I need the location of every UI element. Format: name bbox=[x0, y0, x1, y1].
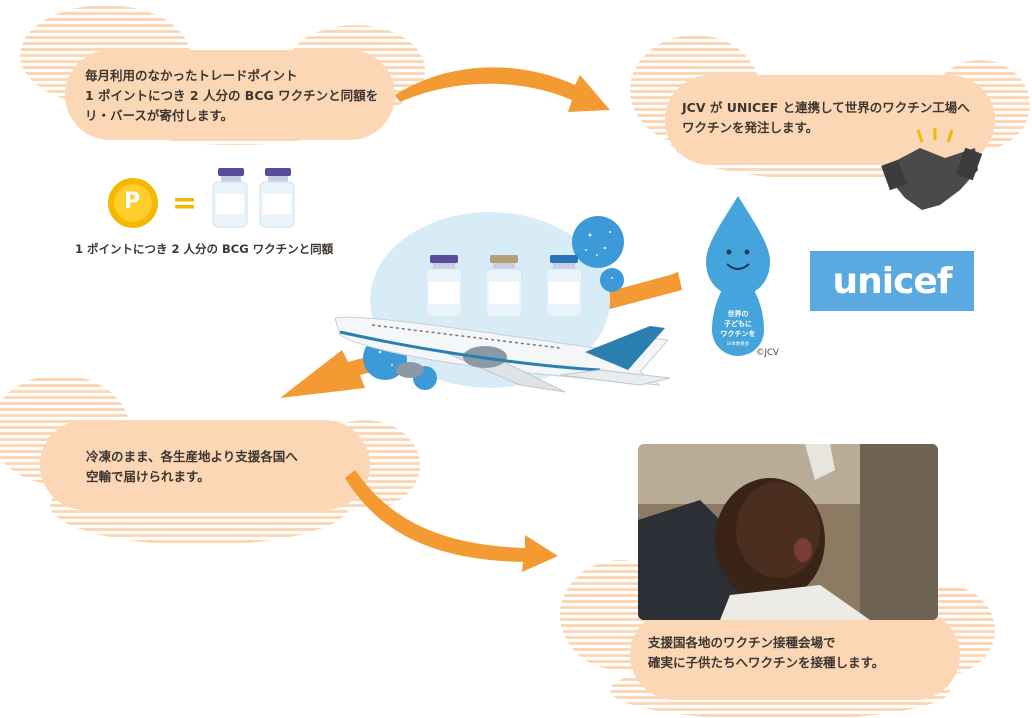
step3-text: 冷凍のまま、各生産地より支援各国へ 空輸で届けられます。 bbox=[86, 447, 298, 487]
jcv-drop-mascot-icon bbox=[706, 196, 770, 356]
step2-line1: JCV が UNICEF と連携して世界のワクチン工場へ bbox=[682, 100, 970, 115]
airplane-illustration bbox=[334, 316, 671, 393]
sparkle-circle-small bbox=[600, 268, 624, 292]
step1-line1: 毎月利用のなかったトレードポイント bbox=[85, 68, 298, 83]
jcv-mascot-subtext: 日本委員会 bbox=[726, 342, 750, 347]
point-equation-label: 1 ポイントにつき 2 人分の BCG ワクチンと同額 bbox=[75, 242, 334, 256]
child-vaccination-photo bbox=[638, 444, 938, 620]
unicef-logo-text: unicef bbox=[832, 260, 952, 302]
arrow-3 bbox=[345, 470, 558, 572]
arrow-1 bbox=[395, 67, 610, 112]
handshake-icon bbox=[881, 128, 983, 210]
point-coin-symbol: P bbox=[124, 189, 141, 214]
step3-line2: 空輸で届けられます。 bbox=[86, 469, 210, 484]
jcv-mascot-text: 世界の 子どもに ワクチンを bbox=[720, 310, 756, 338]
jcv-copyright: ©JCV bbox=[756, 348, 779, 358]
step2-line2: ワクチンを発注します。 bbox=[682, 120, 819, 135]
step1-line3: リ・バースが寄付します。 bbox=[85, 108, 234, 123]
vial-blue-large bbox=[545, 255, 583, 318]
step1-text: 毎月利用のなかったトレードポイント 1 ポイントにつき 2 人分の BCG ワク… bbox=[85, 66, 378, 126]
bubble-step1-bg bbox=[20, 5, 425, 145]
step4-line1: 支援国各地のワクチン接種会場で bbox=[648, 635, 836, 650]
bubble-step4-bg bbox=[560, 560, 995, 718]
vial-brown-large bbox=[485, 255, 523, 318]
step4-line2: 確実に子供たちへワクチンを接種します。 bbox=[648, 655, 885, 670]
step3-line1: 冷凍のまま、各生産地より支援各国へ bbox=[86, 449, 298, 464]
sparkle-circle-large bbox=[572, 216, 624, 268]
step2-text: JCV が UNICEF と連携して世界のワクチン工場へ ワクチンを発注します。 bbox=[682, 98, 970, 138]
step1-line2: 1 ポイントにつき 2 人分の BCG ワクチンと同額を bbox=[85, 88, 379, 103]
unicef-logo: unicef bbox=[810, 251, 974, 311]
vial-purple-small-2 bbox=[259, 168, 295, 228]
vial-purple-large bbox=[425, 255, 463, 318]
equals-sign: = bbox=[172, 186, 198, 221]
point-coin-icon bbox=[108, 178, 158, 228]
vial-purple-small-1 bbox=[212, 168, 248, 228]
bubble-step3-bg bbox=[0, 375, 420, 545]
step4-text: 支援国各地のワクチン接種会場で 確実に子供たちへワクチンを接種します。 bbox=[648, 633, 884, 673]
